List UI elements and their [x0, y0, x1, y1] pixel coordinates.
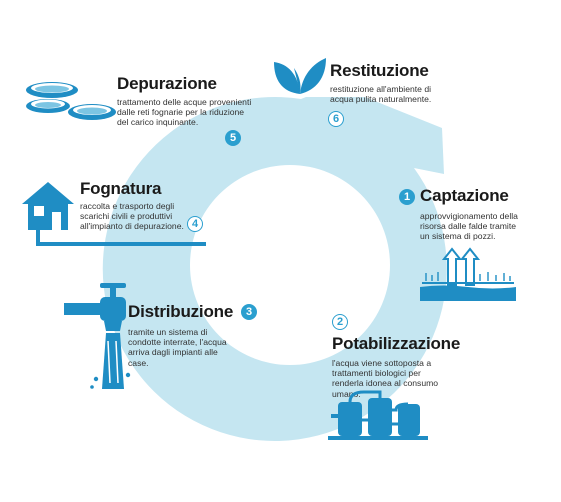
water-tap-icon [64, 283, 131, 389]
step-4-description: raccolta e trasporto degli scarichi civi… [80, 201, 184, 232]
step-1-description: approvvigionamento della risorsa dalle f… [420, 211, 518, 242]
step-4-title: Fognatura [80, 179, 162, 198]
leaves-icon [274, 58, 326, 94]
treatment-tanks-icon [328, 390, 428, 440]
step-3-title: Distribuzione [128, 302, 234, 321]
step-5-title: Depurazione [117, 74, 217, 93]
step-6-description: restituzione all'ambiente di acqua pulit… [330, 84, 432, 105]
step-3-description: tramite un sistema di condotte interrate… [128, 327, 227, 368]
step-6-number: 6 [328, 111, 344, 127]
step-5-number: 5 [225, 130, 241, 146]
step-5-description: trattamento delle acque provenienti dall… [117, 97, 252, 128]
step-1-title: Captazione [420, 186, 509, 205]
wells-icon [420, 247, 516, 301]
cycle-arrow [102, 96, 447, 441]
step-4-number: 4 [187, 216, 203, 232]
step-2-description: l'acqua viene sottoposta a trattamenti b… [332, 358, 439, 399]
step-1-number: 1 [399, 189, 415, 205]
step-2-number: 2 [332, 314, 348, 330]
step-6-title: Restituzione [330, 61, 429, 80]
step-3-number: 3 [241, 304, 257, 320]
step-2-title: Potabilizzazione [332, 334, 461, 353]
house-sewer-icon [22, 182, 206, 246]
purification-basins-icon [26, 82, 116, 120]
